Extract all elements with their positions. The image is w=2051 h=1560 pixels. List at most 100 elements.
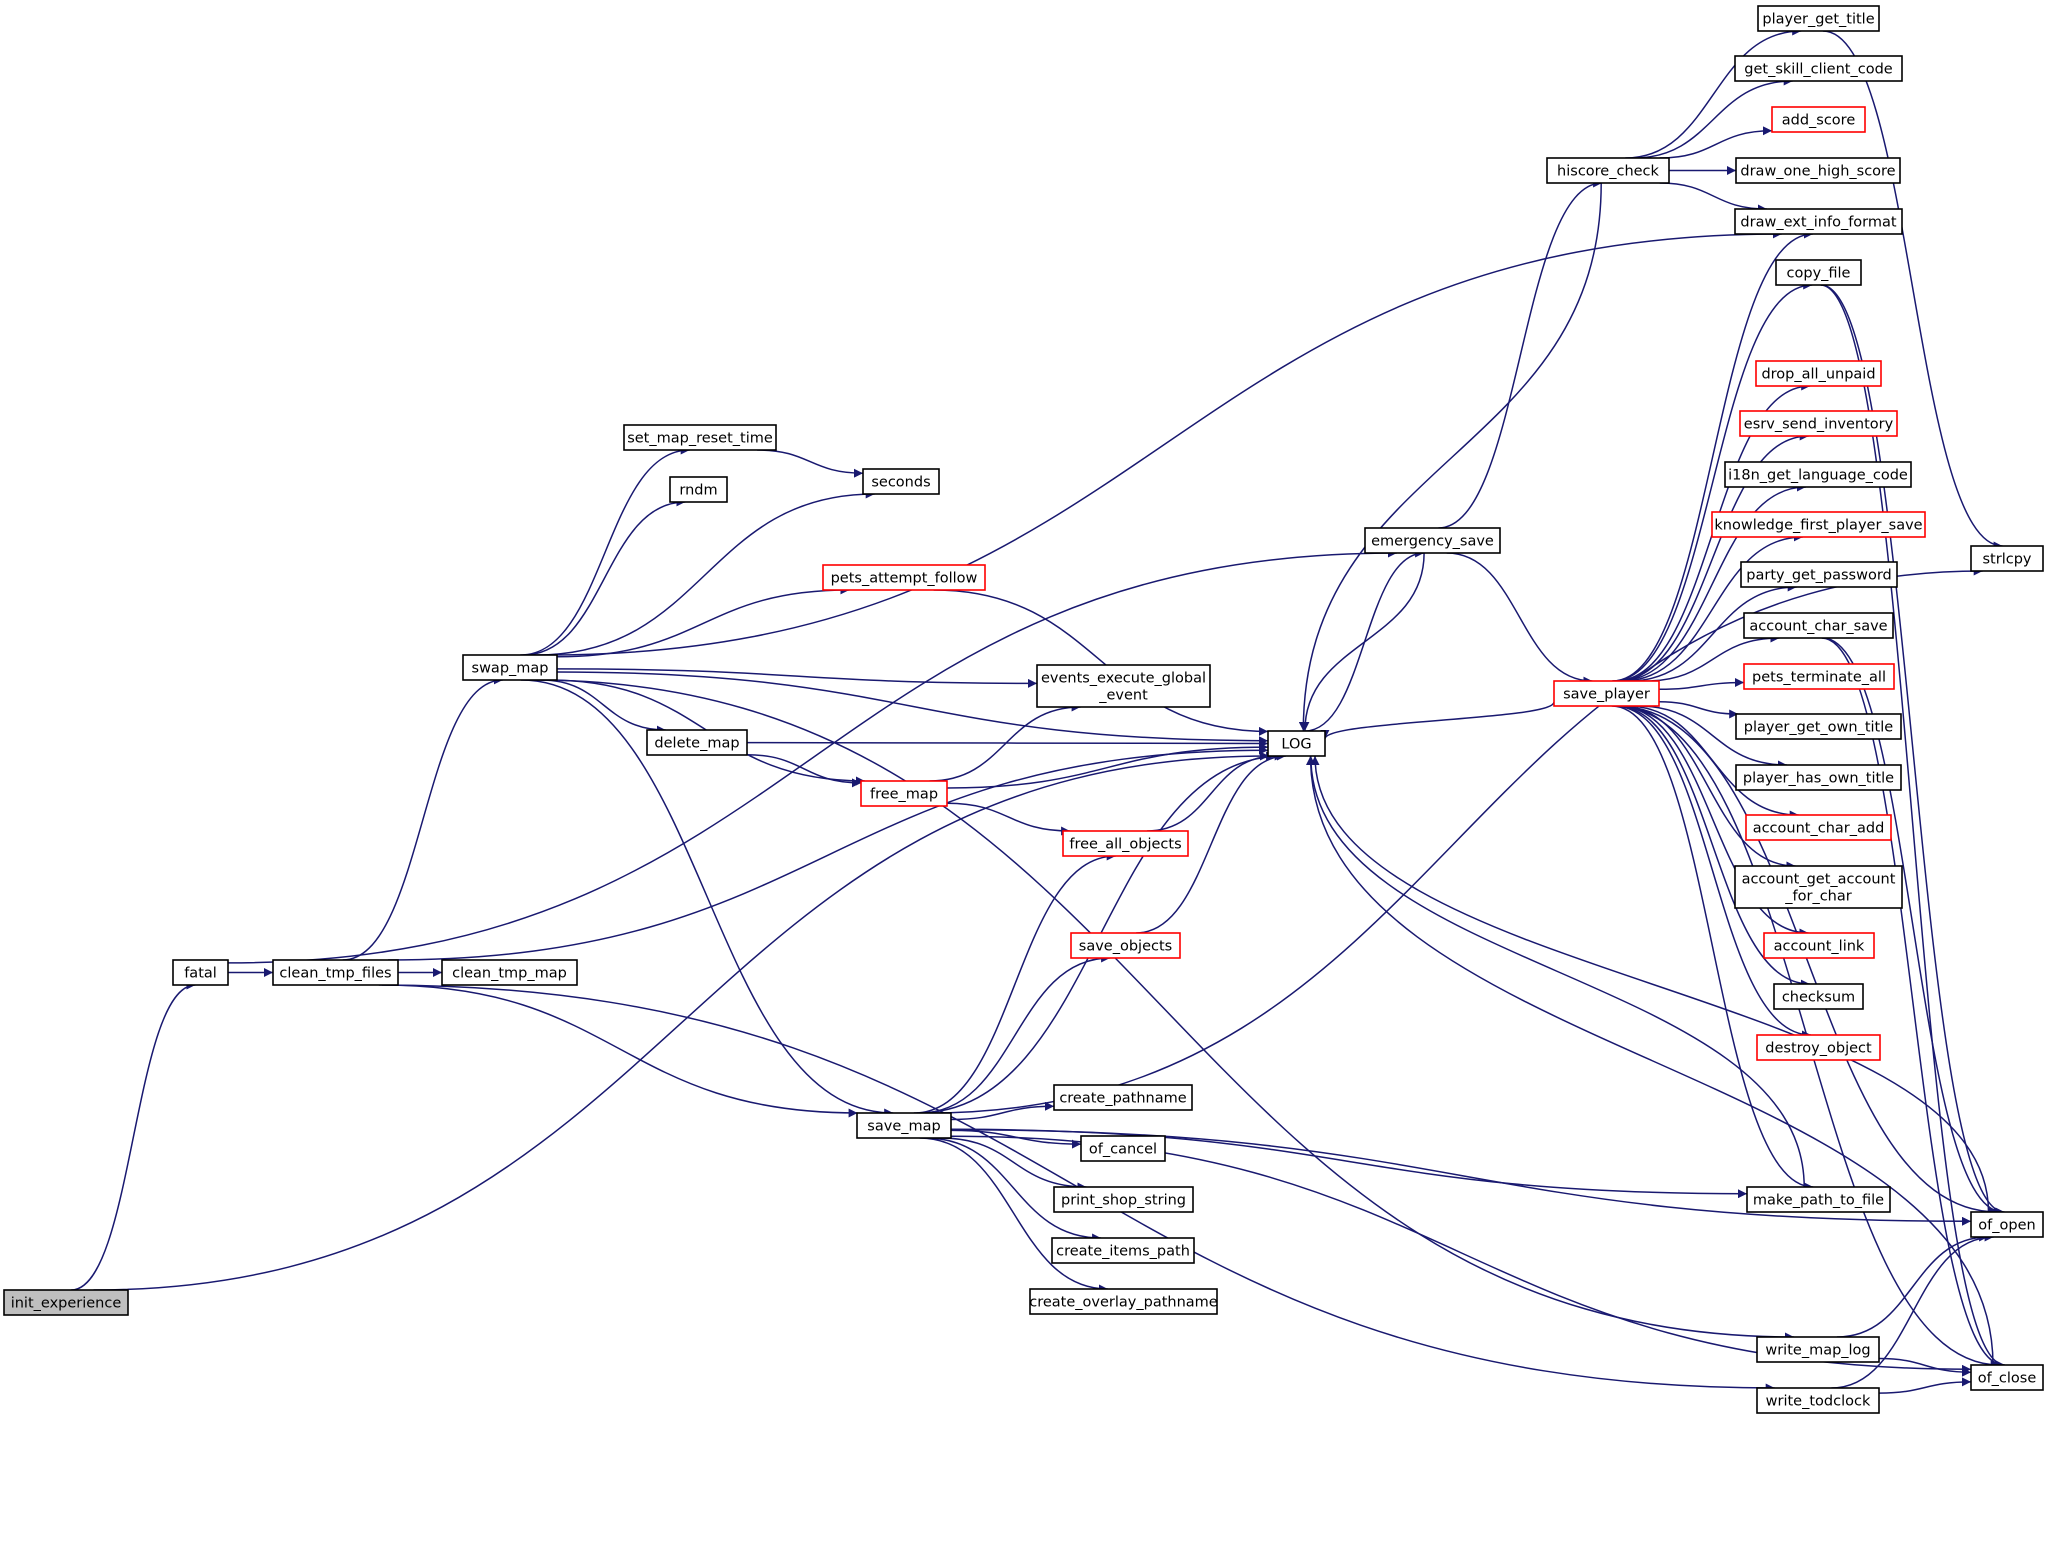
node-of_cancel[interactable]: of_cancel [1080, 1135, 1166, 1162]
node-box-pets_terminate_all [1743, 663, 1895, 690]
node-create_items_path[interactable]: create_items_path [1051, 1237, 1195, 1264]
node-save_player[interactable]: save_player [1553, 680, 1660, 707]
node-label-free_all_objects: free_all_objects [1069, 837, 1181, 853]
node-i18n_get_language_code[interactable]: i18n_get_language_code [1724, 461, 1912, 488]
node-box-swap_map [462, 654, 558, 681]
node-box-print_shop_string [1053, 1186, 1194, 1213]
node-pets_terminate_all[interactable]: pets_terminate_all [1743, 663, 1895, 690]
node-box-emergency_save [1364, 527, 1501, 554]
node-party_get_password[interactable]: party_get_password [1740, 561, 1898, 588]
node-esrv_send_inventory[interactable]: esrv_send_inventory [1739, 410, 1898, 437]
node-box-draw_ext_info_format [1734, 208, 1903, 235]
node-knowledge_first_player_save[interactable]: knowledge_first_player_save [1711, 511, 1926, 538]
node-label-account_get_account_for_char-line0: account_get_account [1742, 872, 1896, 888]
edge-save_player-to-make_path_to_file [1611, 705, 1814, 1192]
node-player_has_own_title[interactable]: player_has_own_title [1735, 764, 1902, 791]
edge-delete_map-to-free_map [746, 754, 862, 788]
node-box-create_overlay_pathname [1029, 1288, 1218, 1315]
node-label-draw_one_high_score: draw_one_high_score [1740, 164, 1895, 180]
node-box-account_char_add [1745, 814, 1892, 841]
edge-pets_attempt_follow-to-LOG [933, 589, 1269, 736]
node-box-hiscore_check [1546, 157, 1670, 184]
node-box-get_skill_client_code [1734, 55, 1903, 82]
node-label-create_overlay_pathname: create_overlay_pathname [1029, 1295, 1218, 1311]
node-get_skill_client_code[interactable]: get_skill_client_code [1734, 55, 1903, 82]
node-pets_attempt_follow[interactable]: pets_attempt_follow [822, 564, 986, 591]
node-label-swap_map: swap_map [472, 661, 549, 677]
node-label-esrv_send_inventory: esrv_send_inventory [1744, 417, 1894, 433]
node-free_map[interactable]: free_map [860, 780, 948, 807]
edge-save_player-to-party_get_password [1628, 582, 1797, 682]
node-free_all_objects[interactable]: free_all_objects [1062, 830, 1189, 857]
edge-hiscore_check-to-player_get_title [1625, 26, 1802, 159]
node-label-account_char_add: account_char_add [1753, 821, 1885, 837]
edge-swap_map-to-pets_attempt_follow [556, 585, 850, 658]
edge-swap_map-to-write_map_log [533, 679, 1795, 1342]
node-set_map_reset_time[interactable]: set_map_reset_time [623, 424, 777, 451]
node-add_score[interactable]: add_score [1771, 106, 1866, 133]
node-player_get_own_title[interactable]: player_get_own_title [1735, 713, 1902, 740]
node-box-player_get_title [1757, 5, 1880, 32]
edge-emergency_save-to-hiscore_check [1438, 178, 1603, 529]
node-of_open[interactable]: of_open [1970, 1211, 2044, 1238]
node-rndm[interactable]: rndm [669, 476, 728, 503]
node-seconds[interactable]: seconds [862, 468, 940, 495]
node-emergency_save[interactable]: emergency_save [1364, 527, 1501, 554]
edge-clean_tmp_files-to-save_map [381, 984, 858, 1118]
node-label-player_get_title: player_get_title [1762, 12, 1874, 28]
node-label-checksum: checksum [1782, 990, 1855, 1006]
node-clean_tmp_map[interactable]: clean_tmp_map [441, 959, 578, 986]
node-box-rndm [669, 476, 728, 503]
node-box-save_objects [1070, 932, 1181, 959]
node-write_map_log[interactable]: write_map_log [1756, 1336, 1880, 1363]
node-destroy_object[interactable]: destroy_object [1756, 1034, 1881, 1061]
node-LOG[interactable]: LOG [1267, 730, 1326, 757]
edge-free_map-to-free_all_objects [946, 802, 1071, 836]
node-make_path_to_file[interactable]: make_path_to_file [1746, 1186, 1891, 1213]
edge-save_map-to-strlcpy [928, 566, 1983, 1114]
node-of_close[interactable]: of_close [1970, 1364, 2044, 1391]
node-label-of_open: of_open [1978, 1218, 2035, 1234]
node-draw_ext_info_format[interactable]: draw_ext_info_format [1734, 208, 1903, 235]
node-strlcpy[interactable]: strlcpy [1970, 545, 2044, 572]
node-box-of_close [1970, 1364, 2044, 1391]
node-create_overlay_pathname[interactable]: create_overlay_pathname [1029, 1288, 1218, 1315]
node-label-save_map: save_map [867, 1119, 940, 1135]
node-save_map[interactable]: save_map [856, 1112, 952, 1139]
node-events_execute_global_event[interactable]: events_execute_global_event [1036, 664, 1211, 708]
node-label-player_has_own_title: player_has_own_title [1743, 771, 1894, 787]
edge-delete_map-to-LOG [746, 738, 1269, 748]
node-account_char_add[interactable]: account_char_add [1745, 814, 1892, 841]
node-account_char_save[interactable]: account_char_save [1743, 612, 1894, 639]
node-fatal[interactable]: fatal [172, 959, 229, 986]
node-save_objects[interactable]: save_objects [1070, 932, 1181, 959]
edge-emergency_save-to-save_player [1446, 552, 1593, 686]
node-player_get_title[interactable]: player_get_title [1757, 5, 1880, 32]
edge-swap_map-to-seconds [536, 489, 875, 656]
node-label-copy_file: copy_file [1787, 266, 1851, 282]
node-box-delete_map [646, 729, 748, 756]
node-clean_tmp_files[interactable]: clean_tmp_files [272, 959, 399, 986]
node-account_get_account_for_char[interactable]: account_get_account_for_char [1734, 865, 1903, 909]
node-write_todclock[interactable]: write_todclock [1756, 1387, 1880, 1414]
node-account_link[interactable]: account_link [1763, 932, 1875, 959]
edge-save_player-to-player_has_own_title [1637, 705, 1788, 770]
node-checksum[interactable]: checksum [1773, 983, 1864, 1010]
node-label-delete_map: delete_map [654, 736, 739, 752]
node-print_shop_string[interactable]: print_shop_string [1053, 1186, 1194, 1213]
edge-of_close-to-LOG [1306, 755, 1994, 1366]
edge-save_map-to-create_items_path [925, 1137, 1102, 1243]
node-create_pathname[interactable]: create_pathname [1053, 1084, 1193, 1111]
edge-save_player-to-account_get_account_for_char [1620, 705, 1796, 871]
node-box-create_pathname [1053, 1084, 1193, 1111]
node-label-hiscore_check: hiscore_check [1557, 164, 1659, 180]
node-label-destroy_object: destroy_object [1765, 1041, 1872, 1057]
node-copy_file[interactable]: copy_file [1775, 259, 1862, 286]
node-box-seconds [862, 468, 940, 495]
node-hiscore_check[interactable]: hiscore_check [1546, 157, 1670, 184]
node-draw_one_high_score[interactable]: draw_one_high_score [1735, 157, 1901, 184]
edge-clean_tmp_files-to-swap_map [342, 675, 503, 961]
node-delete_map[interactable]: delete_map [646, 729, 748, 756]
node-drop_all_unpaid[interactable]: drop_all_unpaid [1755, 360, 1882, 387]
node-swap_map[interactable]: swap_map [462, 654, 558, 681]
